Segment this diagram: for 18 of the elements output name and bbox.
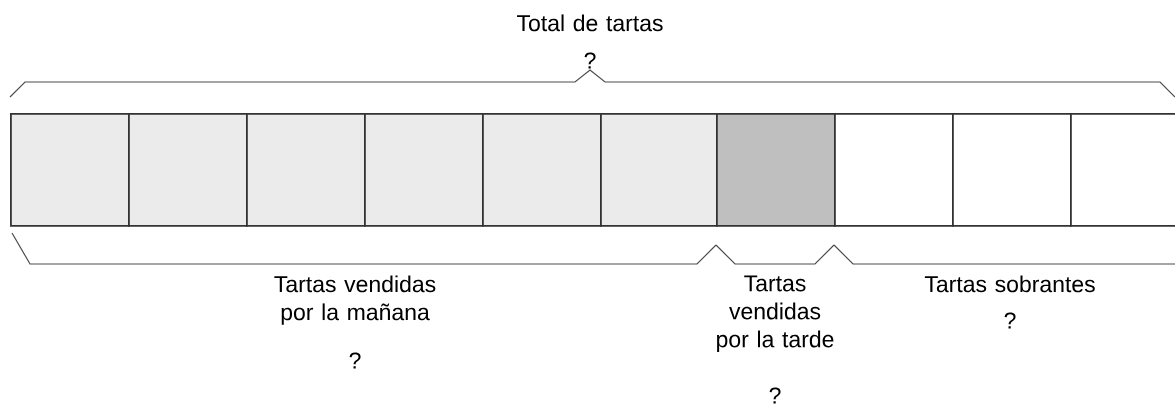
tape-cell xyxy=(128,113,248,227)
question-mark: ? xyxy=(1004,312,1016,329)
question-mark: ? xyxy=(349,352,361,369)
tape-cell xyxy=(10,113,130,227)
tape-cell xyxy=(1070,113,1175,227)
brace-label: Tartas sobrantes xyxy=(924,275,1095,293)
tape-cell xyxy=(246,113,366,227)
brace-label: Tartas vendidas por la mañana xyxy=(274,275,436,325)
tape-cell xyxy=(834,113,954,227)
brace-label: Tartas vendidas por la tarde xyxy=(717,275,834,352)
question-mark: ? xyxy=(769,387,781,404)
tape-cell xyxy=(364,113,484,227)
tape-cell xyxy=(952,113,1072,227)
tape-cell xyxy=(716,113,836,227)
brace-label: Total de tartas xyxy=(517,14,663,32)
question-mark: ? xyxy=(584,52,596,69)
tape-cell xyxy=(600,113,718,227)
tape-cell xyxy=(482,113,602,227)
